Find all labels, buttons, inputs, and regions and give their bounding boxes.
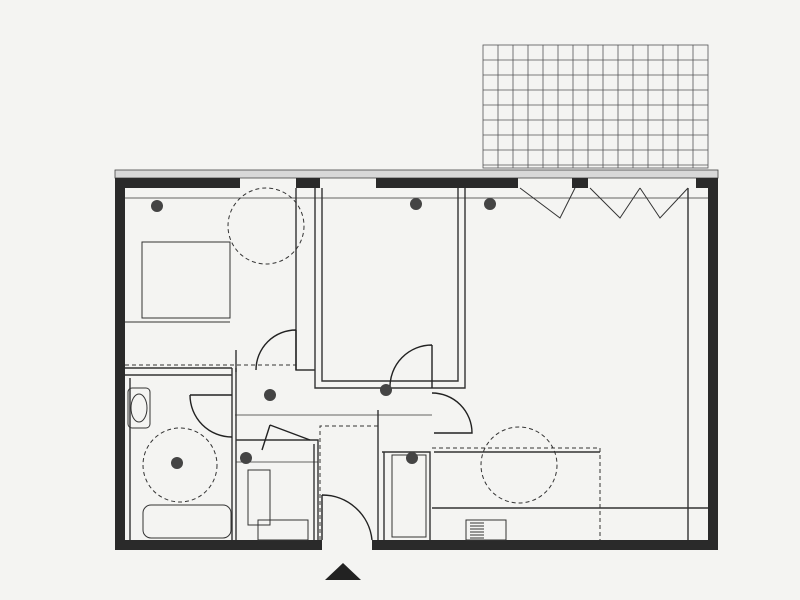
outer-walls (115, 178, 718, 550)
right-wall (708, 178, 718, 550)
top-wall-right (696, 178, 718, 188)
kitchen-dashed-zone (432, 447, 601, 540)
wc-dashed-zone (319, 425, 378, 540)
ceiling-light-icon (406, 452, 418, 464)
bottom-wall-right (372, 540, 718, 550)
wc-cabinet (257, 519, 309, 541)
left-wall (115, 178, 125, 550)
ceiling-light-icon (151, 200, 163, 212)
fixtures (127, 387, 507, 541)
entrance-arrow-icon (325, 563, 361, 580)
wc-door (261, 424, 311, 451)
top-wall-mid2 (376, 178, 518, 188)
balcony-grid (482, 44, 709, 169)
top-wall-left (115, 178, 240, 188)
entrance-door[interactable] (321, 494, 373, 541)
bathtub-icon (142, 504, 232, 539)
fridge (391, 454, 427, 538)
sink-basin (130, 393, 148, 423)
top-wall-mid (296, 178, 320, 188)
stove-icon (465, 519, 507, 541)
bottom-wall-left (115, 540, 322, 550)
corridor-wall (235, 188, 315, 372)
living-inner-line (432, 188, 708, 540)
bedroom-circle (227, 187, 305, 265)
ceiling-light-icon (171, 457, 183, 469)
dimension-lines (125, 197, 708, 463)
balcony-doors (519, 187, 689, 219)
bathroom-inner (125, 374, 232, 540)
ceiling-light-icon (410, 198, 422, 210)
ceiling-lights (151, 198, 496, 469)
bedroom2-walls (314, 188, 466, 389)
living-door[interactable] (431, 392, 473, 434)
bed (141, 241, 231, 319)
top-wall-pillar (572, 178, 588, 188)
toilet-icon (247, 469, 271, 526)
wc-walls (236, 439, 319, 540)
turning-circles (125, 187, 601, 540)
balcony-door-mid[interactable] (589, 187, 641, 219)
kitchen-circle (480, 426, 558, 504)
sink-icon (127, 387, 151, 429)
balcony-door-right[interactable] (639, 187, 689, 219)
balcony-door-left[interactable] (519, 187, 576, 219)
door-swings (189, 329, 473, 541)
top-window-band (114, 169, 719, 179)
ceiling-light-icon (240, 452, 252, 464)
bathroom-door[interactable] (189, 394, 233, 438)
bathroom-circle (142, 427, 218, 503)
ceiling-light-icon (264, 389, 276, 401)
balcony-outline (482, 44, 709, 169)
ceiling-light-icon (484, 198, 496, 210)
interior-walls (125, 188, 708, 540)
bedroom2-door[interactable] (389, 344, 433, 389)
bedroom1-wall (125, 367, 237, 540)
stove-burners (470, 522, 484, 539)
bedroom1-door[interactable] (255, 329, 297, 371)
kitchen-walls (377, 410, 600, 540)
ceiling-light-icon (380, 384, 392, 396)
